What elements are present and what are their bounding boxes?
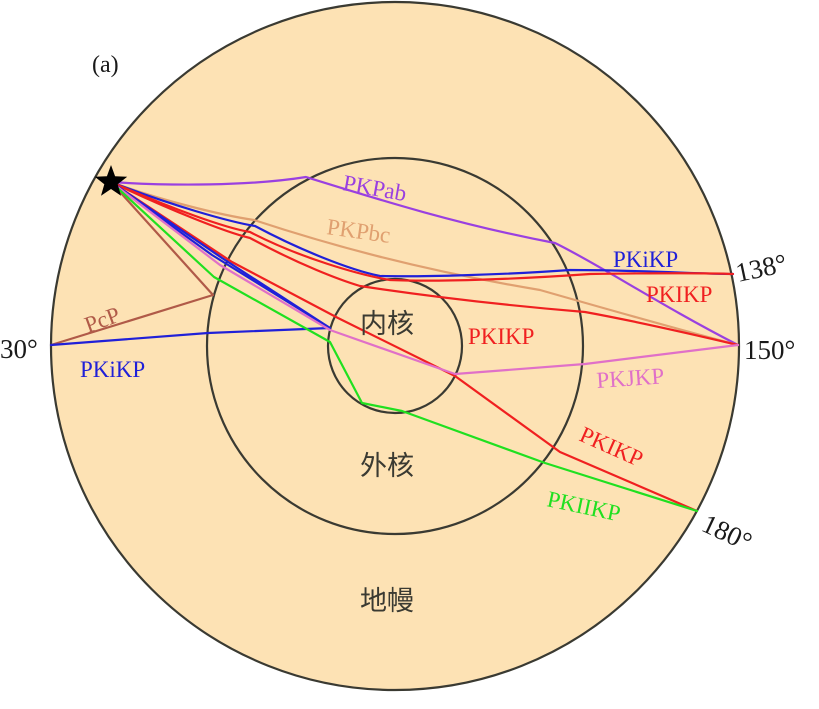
distance-label-30deg: 30° (0, 334, 38, 364)
ray-pkiikp-10 (109, 180, 699, 513)
distance-label-180deg: 180° (697, 508, 756, 557)
ray-pkikp-4 (109, 180, 735, 278)
ray-pcp-0 (49, 180, 215, 347)
ray-pkpbc-3 (109, 180, 740, 347)
ray-pkjkp-9 (109, 180, 740, 376)
star-icon (94, 165, 128, 196)
distance-label-138deg: 138° (733, 248, 789, 288)
ray-label-pkikp: PKiKP (613, 247, 678, 272)
ray-pkikp-6 (109, 180, 740, 347)
inner-core-boundary-circle (326, 277, 464, 415)
ray-pkikp-7 (109, 180, 699, 513)
core-mantle-boundary-circle (205, 156, 585, 536)
mantle-label: 地幔 (360, 586, 414, 617)
inner-core-label: 内核 (360, 309, 414, 340)
seismic-ray-paths (49, 175, 740, 513)
outer-core-label: 外核 (360, 451, 414, 482)
ray-pkpab-2 (109, 175, 740, 347)
ray-label-pkikp: PKIKP (646, 282, 712, 307)
source-marker (94, 165, 128, 196)
ray-label-pkikp: PKiKP (80, 357, 145, 382)
ray-pkikp-8 (109, 180, 332, 330)
ray-label-pkikp: PKIKP (468, 324, 534, 349)
ray-pkikp-5 (109, 180, 735, 282)
ray-label-pkjkp: PKJKP (596, 363, 665, 393)
panel-label: (a) (92, 52, 119, 78)
distance-label-150deg: 150° (744, 335, 795, 365)
